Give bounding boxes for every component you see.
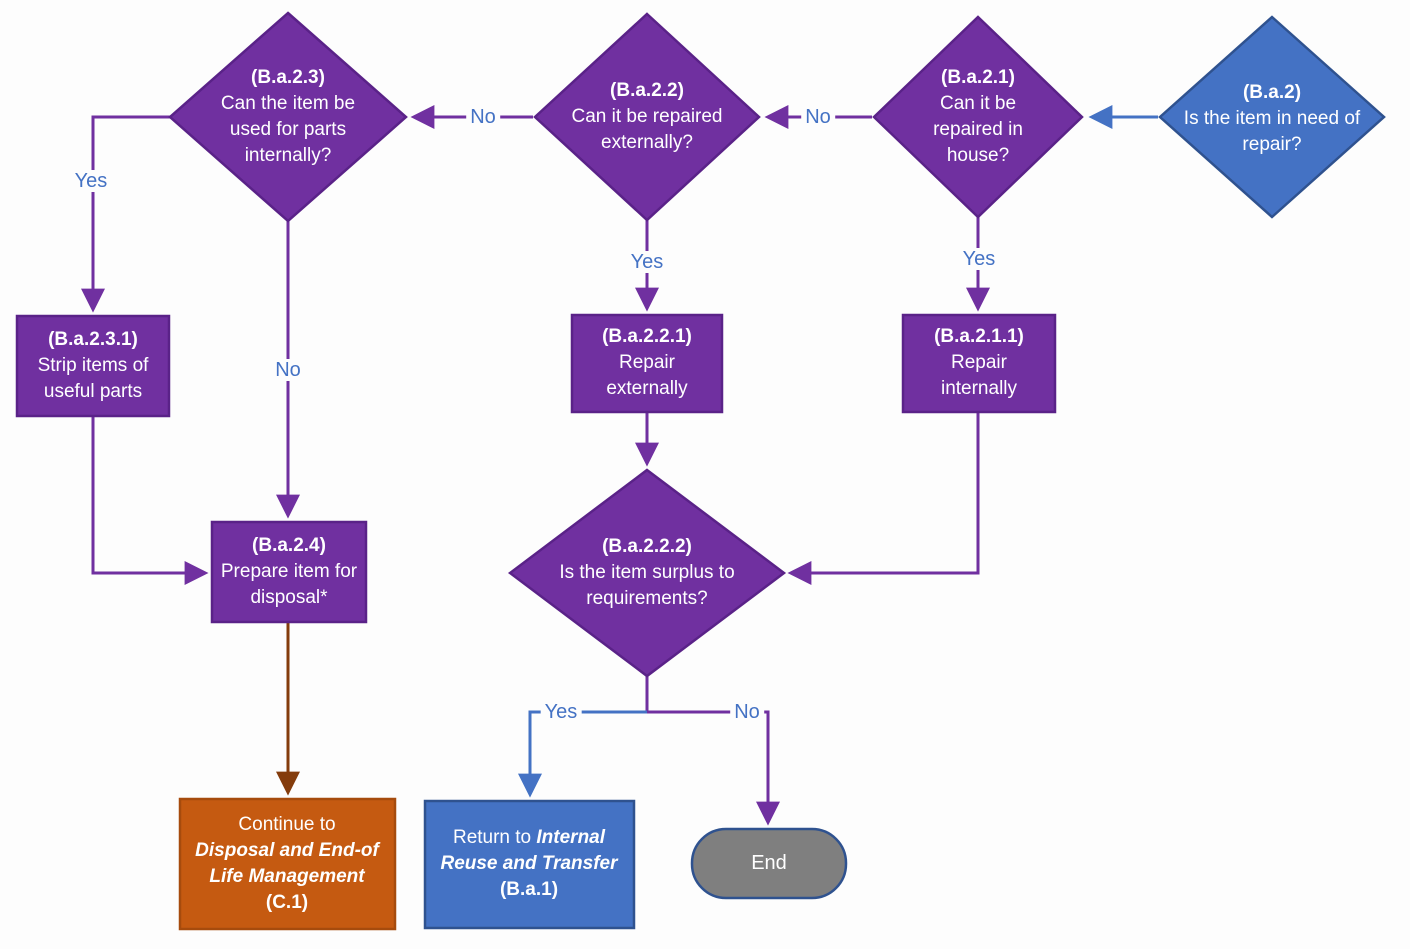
node-ba22-shape [533, 12, 761, 222]
node-label: Prepare item for disposal* [220, 561, 358, 608]
node-ba2-text: (B.a.2) Is the item in need of repair? [1176, 80, 1368, 158]
node-prefix: Return to [452, 827, 532, 848]
node-label: End [751, 852, 787, 874]
node-id: (B.a.2.3) [251, 67, 325, 88]
node-title: Internal Reuse and Transfer [440, 827, 618, 874]
edge-label-no-ba222-end: No [730, 701, 764, 723]
node-question: Is the item in need of repair? [1183, 108, 1361, 155]
node-label: Strip items of useful parts [37, 355, 149, 402]
edge-label-yes-ba22-ba221: Yes [626, 251, 668, 273]
edge-ba222-end [647, 710, 780, 826]
node-ba221-text: (B.a.2.2.1) Repair externally [586, 324, 708, 402]
edge-label-no-ba22-ba23: No [466, 106, 500, 128]
node-label: Repair externally [606, 352, 688, 399]
node-disposal-text: Continue to Disposal and End-of Life Man… [185, 812, 390, 916]
node-id: (B.a.2.2) [610, 80, 684, 101]
node-question: Can it be repaired in house? [933, 93, 1023, 166]
node-id: (B.a.2.1) [941, 67, 1015, 88]
node-title: Disposal and End-of Life Management [195, 840, 379, 887]
node-reuse-shape [423, 799, 636, 930]
node-disposal-shape [178, 797, 397, 931]
node-id: (B.a.2) [1242, 82, 1302, 103]
node-reuse-text: Return to Internal Reuse and Transfer (B… [429, 825, 629, 903]
node-id: (B.a.1) [499, 879, 559, 900]
node-ba21-text: (B.a.2.1) Can it be repaired in house? [917, 65, 1039, 169]
edge-label-yes-ba23-ba231: Yes [70, 170, 112, 192]
node-ba211-shape [901, 313, 1057, 414]
node-id: (B.a.2.3.1) [48, 329, 138, 350]
node-ba2-shape [1158, 15, 1386, 219]
node-ba22-text: (B.a.2.2) Can it be repaired externally? [556, 78, 738, 156]
node-question: Can the item be used for parts internall… [220, 93, 356, 166]
edge-label-no-ba23-ba24: No [271, 359, 305, 381]
node-id: (B.a.2.2.2) [602, 536, 692, 557]
node-id: (B.a.2.1.1) [934, 326, 1024, 347]
node-ba23-shape [168, 11, 408, 223]
node-question: Can it be repaired externally? [571, 106, 723, 153]
node-ba21-shape [872, 15, 1084, 219]
edge-ba23-ba231 [81, 115, 170, 313]
node-ba211-text: (B.a.2.1.1) Repair internally [918, 324, 1040, 402]
edge-ba231-ba24 [91, 416, 209, 585]
node-ba231-shape [15, 314, 171, 418]
node-ba231-text: (B.a.2.3.1) Strip items of useful parts [18, 327, 168, 405]
node-id: (B.a.2.2.1) [602, 326, 692, 347]
node-id: (C.1) [265, 892, 309, 913]
node-ba221-shape [570, 313, 724, 414]
edge-ba222-reuse [518, 710, 647, 798]
node-ba23-text: (B.a.2.3) Can the item be used for parts… [207, 65, 369, 169]
node-end-text: End [699, 850, 839, 876]
edge-label-yes-ba21-ba211: Yes [958, 248, 1000, 270]
node-ba24-shape [210, 520, 368, 624]
edge-ba211-ba222 [787, 412, 980, 585]
node-prefix: Continue to [238, 814, 336, 835]
node-label: Repair internally [940, 352, 1018, 399]
node-end-shape [690, 827, 848, 900]
node-id: (B.a.2.4) [252, 535, 326, 556]
edge-label-yes-ba222-reuse: Yes [540, 701, 582, 723]
node-question: Is the item surplus to requirements? [559, 562, 735, 609]
node-ba222-text: (B.a.2.2.2) Is the item surplus to requi… [533, 534, 761, 612]
node-ba24-text: (B.a.2.4) Prepare item for disposal* [218, 533, 360, 611]
edge-label-no-ba21-ba22: No [801, 106, 835, 128]
node-ba222-shape [507, 468, 787, 678]
